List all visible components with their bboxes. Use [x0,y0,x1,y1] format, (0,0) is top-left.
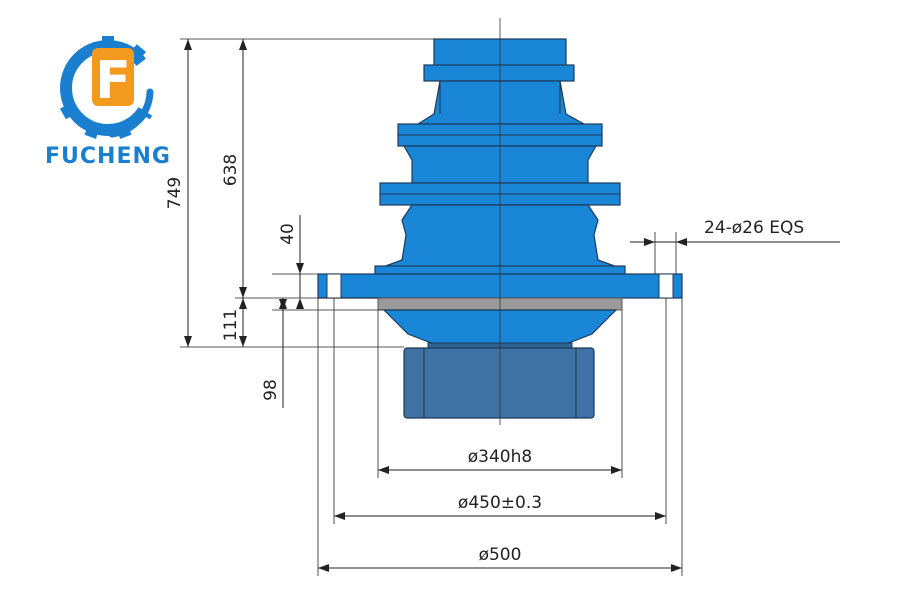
dim-111-label: 111 [221,309,241,341]
brand-name: FUCHENG [45,144,171,169]
dim-overall-height: 749 [165,39,192,347]
upper-neck [423,64,575,82]
bolt-hole-callout: 24-ø26 EQS [630,218,840,274]
dim-638-label: 638 [221,154,241,186]
dim-340-label: ø340h8 [468,447,532,467]
logo-letter: F [95,51,131,111]
dim-register-height: 111 [221,298,247,347]
dim-500-label: ø500 [479,545,522,565]
dim-749-label: 749 [165,177,185,209]
bolt-hole-right [658,273,674,299]
bolt-hole-left [326,273,342,299]
f-letter-icon: F [92,48,134,111]
dim-pilot-diameter: ø340h8 [378,447,622,474]
dim-450-label: ø450±0.3 [458,493,542,513]
dim-98-label: 98 [261,379,281,401]
brand-logo: F FUCHENG [45,36,175,169]
dim-bolt-circle: ø450±0.3 [334,493,666,520]
diameter-extension-lines [317,298,683,576]
bolt-hole-label: 24-ø26 EQS [704,218,804,238]
dim-flange-thickness: 40 [278,215,304,309]
extension-lines [180,38,434,348]
dim-shaft-height: 98 [261,298,287,408]
dim-upper-height: 638 [221,39,247,298]
upper-housing [415,80,587,125]
gear-icon [59,36,175,139]
output-shaft [403,347,595,419]
dim-40-label: 40 [278,223,298,245]
dim-flange-diameter: ø500 [318,545,682,572]
